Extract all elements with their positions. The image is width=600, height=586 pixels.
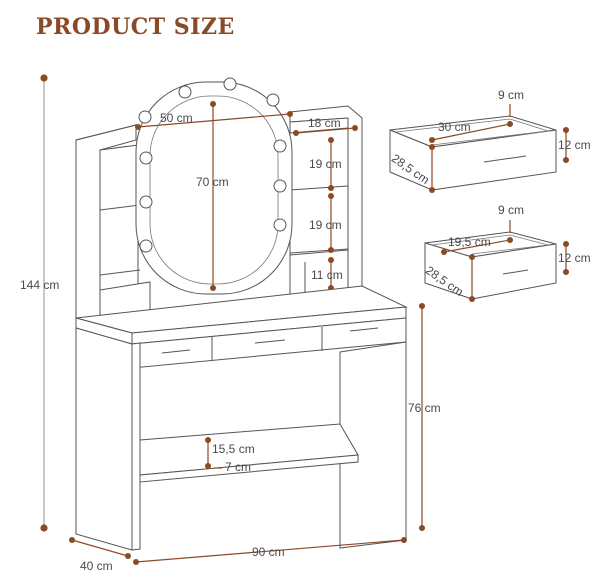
drawer-large-height-side: 12 cm (558, 138, 591, 152)
lower-shelf-height-label: 15,5 cm (212, 442, 255, 456)
lower-shelf-depth-label: 7 cm (225, 460, 251, 474)
drawer-large-width: 30 cm (438, 120, 471, 134)
lower-shelf-dimensions: 15,5 cm 7 cm (205, 437, 255, 474)
table-depth-label: 40 cm (80, 559, 113, 573)
total-height-dimension: 144 cm (20, 74, 59, 532)
table-depth-dimension: 40 cm (69, 537, 131, 573)
mirror-bulbs (138, 77, 287, 253)
mirror-width-dimension: 50 cm (135, 111, 293, 130)
page-title: PRODUCT SIZE (36, 14, 235, 40)
shelf-gap-dimensions: 19 cm 19 cm 11 cm (309, 137, 343, 291)
mirror-height-dimension: 70 cm (196, 101, 229, 291)
hutch-unit (75, 105, 363, 319)
shelf-width-label: 18 cm (308, 116, 341, 130)
total-height-label: 144 cm (20, 278, 59, 292)
drawer-small-width: 19,5 cm (448, 235, 491, 249)
drawer-large-height-top: 9 cm (498, 88, 524, 102)
shelf-gap-1-label: 19 cm (309, 157, 342, 171)
drawer-small-height-top: 9 cm (498, 203, 524, 217)
drawer-small: 9 cm 19,5 cm 28,5 cm 12 cm (423, 203, 591, 302)
table-height-dimension: 76 cm (408, 303, 441, 531)
mirror-width-label: 50 cm (160, 111, 193, 125)
drawer-large: 9 cm 30 cm 28,5 cm 12 cm (389, 88, 591, 193)
mirror-height-label: 70 cm (196, 175, 229, 189)
table (75, 285, 408, 551)
mirror (135, 77, 293, 295)
shelf-width-dimension: 18 cm (293, 116, 358, 136)
table-height-label: 76 cm (408, 401, 441, 415)
table-width-label: 90 cm (252, 545, 285, 559)
table-width-dimension: 90 cm (133, 537, 407, 565)
shelf-gap-3-label: 11 cm (311, 268, 343, 282)
drawer-small-height-side: 12 cm (558, 251, 591, 265)
shelf-gap-2-label: 19 cm (309, 218, 342, 232)
